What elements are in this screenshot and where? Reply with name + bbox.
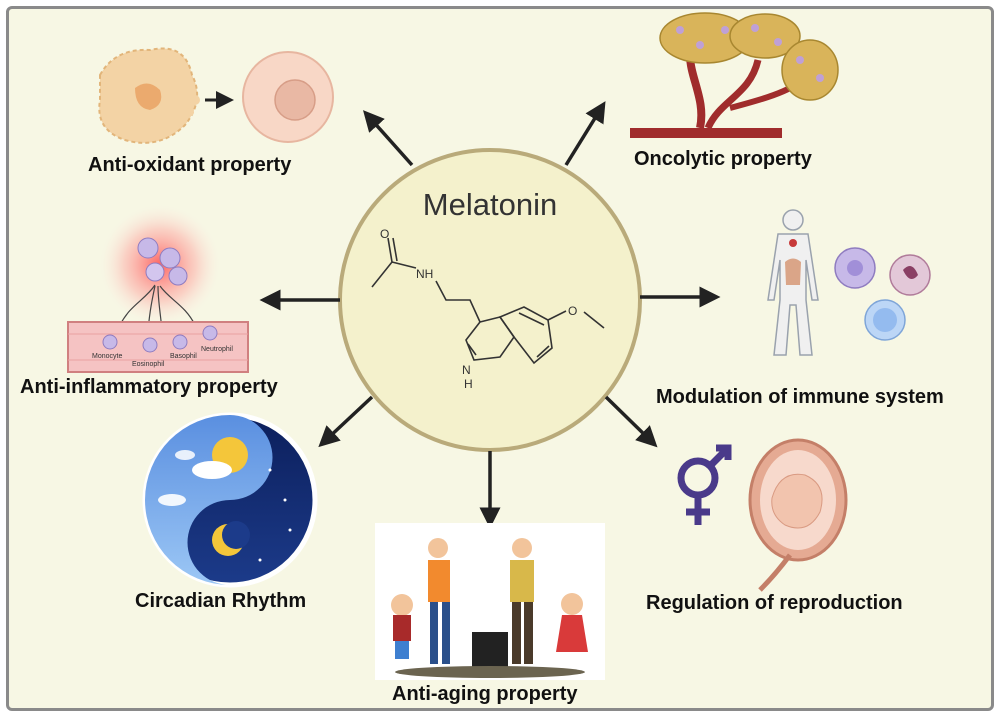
gender-symbol [677,444,732,525]
cell-label-monocyte: Monocyte [92,353,122,360]
antiinflammatory-illustration: Monocyte Eosinophil Basophil Neutrophil [67,205,249,373]
arrows [259,101,721,529]
antioxidant-illustration [98,47,334,144]
melatonin-center: Melatonin O NH N H O [338,148,642,452]
atom-h: H [464,377,473,391]
arrow-circadian [318,395,374,448]
arrow-antioxidant [363,110,414,167]
label-reproduction: Regulation of reproduction [646,592,903,614]
antiaging-illustration [375,523,605,680]
atom-o-top: O [380,227,389,241]
cell-label-basophil: Basophil [170,353,197,360]
cell-label-eosinophil: Eosinophil [132,361,165,368]
melatonin-structure [371,237,605,365]
oncolytic-illustration [630,12,839,138]
circadian-illustration [142,412,318,588]
melatonin-title: Melatonin [423,187,557,222]
reproduction-illustration [677,438,848,592]
arrow-reproduction [604,395,658,448]
atom-o-right: O [568,304,577,318]
label-antiinflammatory: Anti-inflammatory property [20,376,278,398]
label-antiaging: Anti-aging property [392,683,578,705]
label-oncolytic: Oncolytic property [634,148,812,170]
immune-illustration [767,209,931,356]
label-immune: Modulation of immune system [656,386,944,408]
atom-n: N [462,363,471,377]
arrow-oncolytic [564,101,606,166]
label-antioxidant: Anti-oxidant property [88,154,292,176]
atom-nh: NH [416,267,433,281]
cell-label-neutrophil: Neutrophil [201,346,233,353]
label-circadian: Circadian Rhythm [135,590,307,612]
